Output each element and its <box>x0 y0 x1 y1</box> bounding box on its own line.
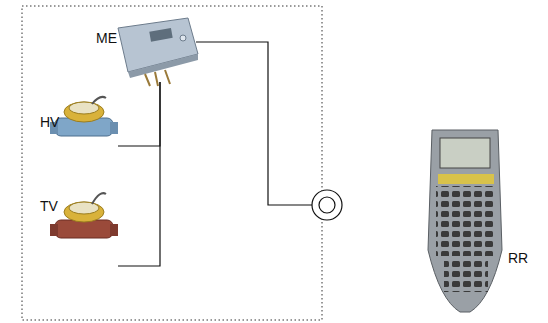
handheld-rr <box>428 130 502 312</box>
device-label: HV <box>40 114 59 130</box>
device-label: ME <box>96 30 117 46</box>
device-label: RR <box>508 250 528 266</box>
device-node: HV <box>36 94 118 150</box>
device-label: TV <box>40 198 58 214</box>
meter-tv <box>50 193 118 238</box>
wire-connector <box>118 82 160 146</box>
wire-connector <box>118 82 160 266</box>
wire <box>196 42 312 205</box>
connector-socket <box>319 197 335 213</box>
dotted-boundary <box>22 6 322 320</box>
device-node: RR <box>428 124 538 314</box>
meter-hv <box>50 97 118 136</box>
meter-me <box>118 18 198 86</box>
connector-socket <box>312 190 342 220</box>
device-node: TV <box>36 188 118 270</box>
device-node: ME <box>92 16 200 82</box>
